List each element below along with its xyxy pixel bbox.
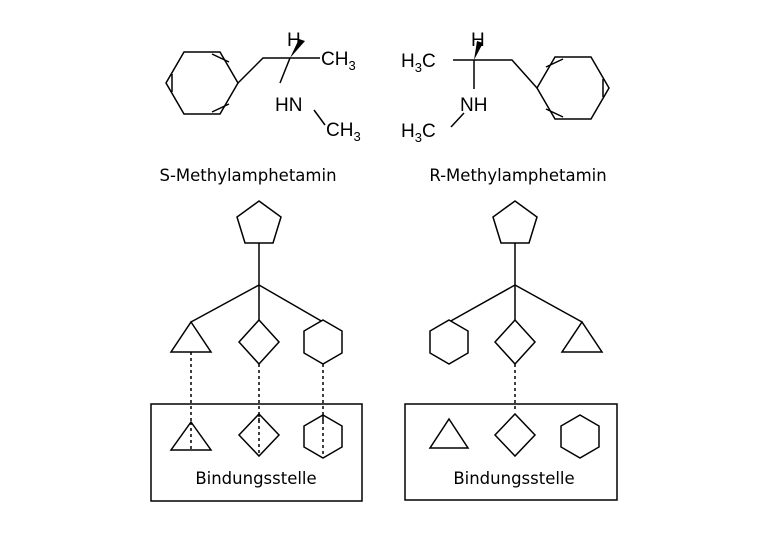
r-triangle [560, 320, 604, 353]
s-hexagon [303, 319, 343, 365]
s-pentagon [236, 200, 282, 244]
r-methylamphetamin-structure: H H3C NH H3C R-Methylamphetamin [401, 30, 610, 185]
s-site-triangle [169, 420, 213, 451]
s-ch3-bottom-label: CH3 [326, 120, 361, 144]
r-caption: R-Methylamphetamin [429, 166, 606, 185]
r-pentagon [492, 200, 538, 244]
r-binding-site-box [404, 403, 618, 501]
r-diamond [493, 318, 537, 366]
s-binding-site-box [150, 403, 363, 502]
s-branch-right [258, 284, 324, 323]
r-branch-right [514, 284, 583, 323]
r-branch-left [448, 284, 516, 323]
r-benzene-inner-bond [545, 58, 564, 68]
r-site-diamond [493, 412, 537, 458]
s-caption: S-Methylamphetamin [159, 166, 336, 185]
r-benzene-inner-bond [545, 108, 564, 118]
s-n-bond [279, 57, 291, 84]
r-hexagon [429, 319, 469, 365]
s-benzene-ring [165, 51, 239, 115]
r-ch2-bond [474, 59, 538, 89]
s-triangle [169, 320, 213, 353]
r-site-hexagon [560, 414, 600, 459]
r-wedge-bond [474, 41, 483, 60]
s-methylamphetamin-structure: H CH3 HN CH3 S-Methylamphetamin [159, 30, 360, 185]
r-binding-model: Bindungsstelle [404, 200, 618, 501]
s-wedge-bond [290, 39, 305, 58]
s-branch-left [190, 284, 260, 323]
s-site-diamond [237, 412, 281, 458]
s-binding-model: Bindungsstelle [150, 200, 363, 502]
s-diamond [237, 318, 281, 366]
s-hn-label: HN [275, 95, 302, 116]
r-binding-site-label: Bindungsstelle [453, 469, 574, 488]
s-ch3-top-label: CH3 [321, 49, 356, 73]
r-h3c-top-label: H3C [401, 51, 436, 75]
r-site-triangle [428, 417, 470, 449]
s-h-label: H [287, 30, 301, 51]
s-ch2-bond [237, 57, 290, 84]
s-binding-site-label: Bindungsstelle [195, 469, 316, 488]
s-benzene-inner-bond [211, 53, 230, 63]
r-nh-label: NH [460, 95, 487, 116]
r-n-methyl-bond [450, 112, 465, 128]
s-n-methyl-bond [313, 109, 326, 126]
s-benzene-inner-bond [211, 103, 230, 113]
r-h-label: H [471, 30, 485, 51]
r-h3c-bottom-label: H3C [401, 121, 436, 145]
